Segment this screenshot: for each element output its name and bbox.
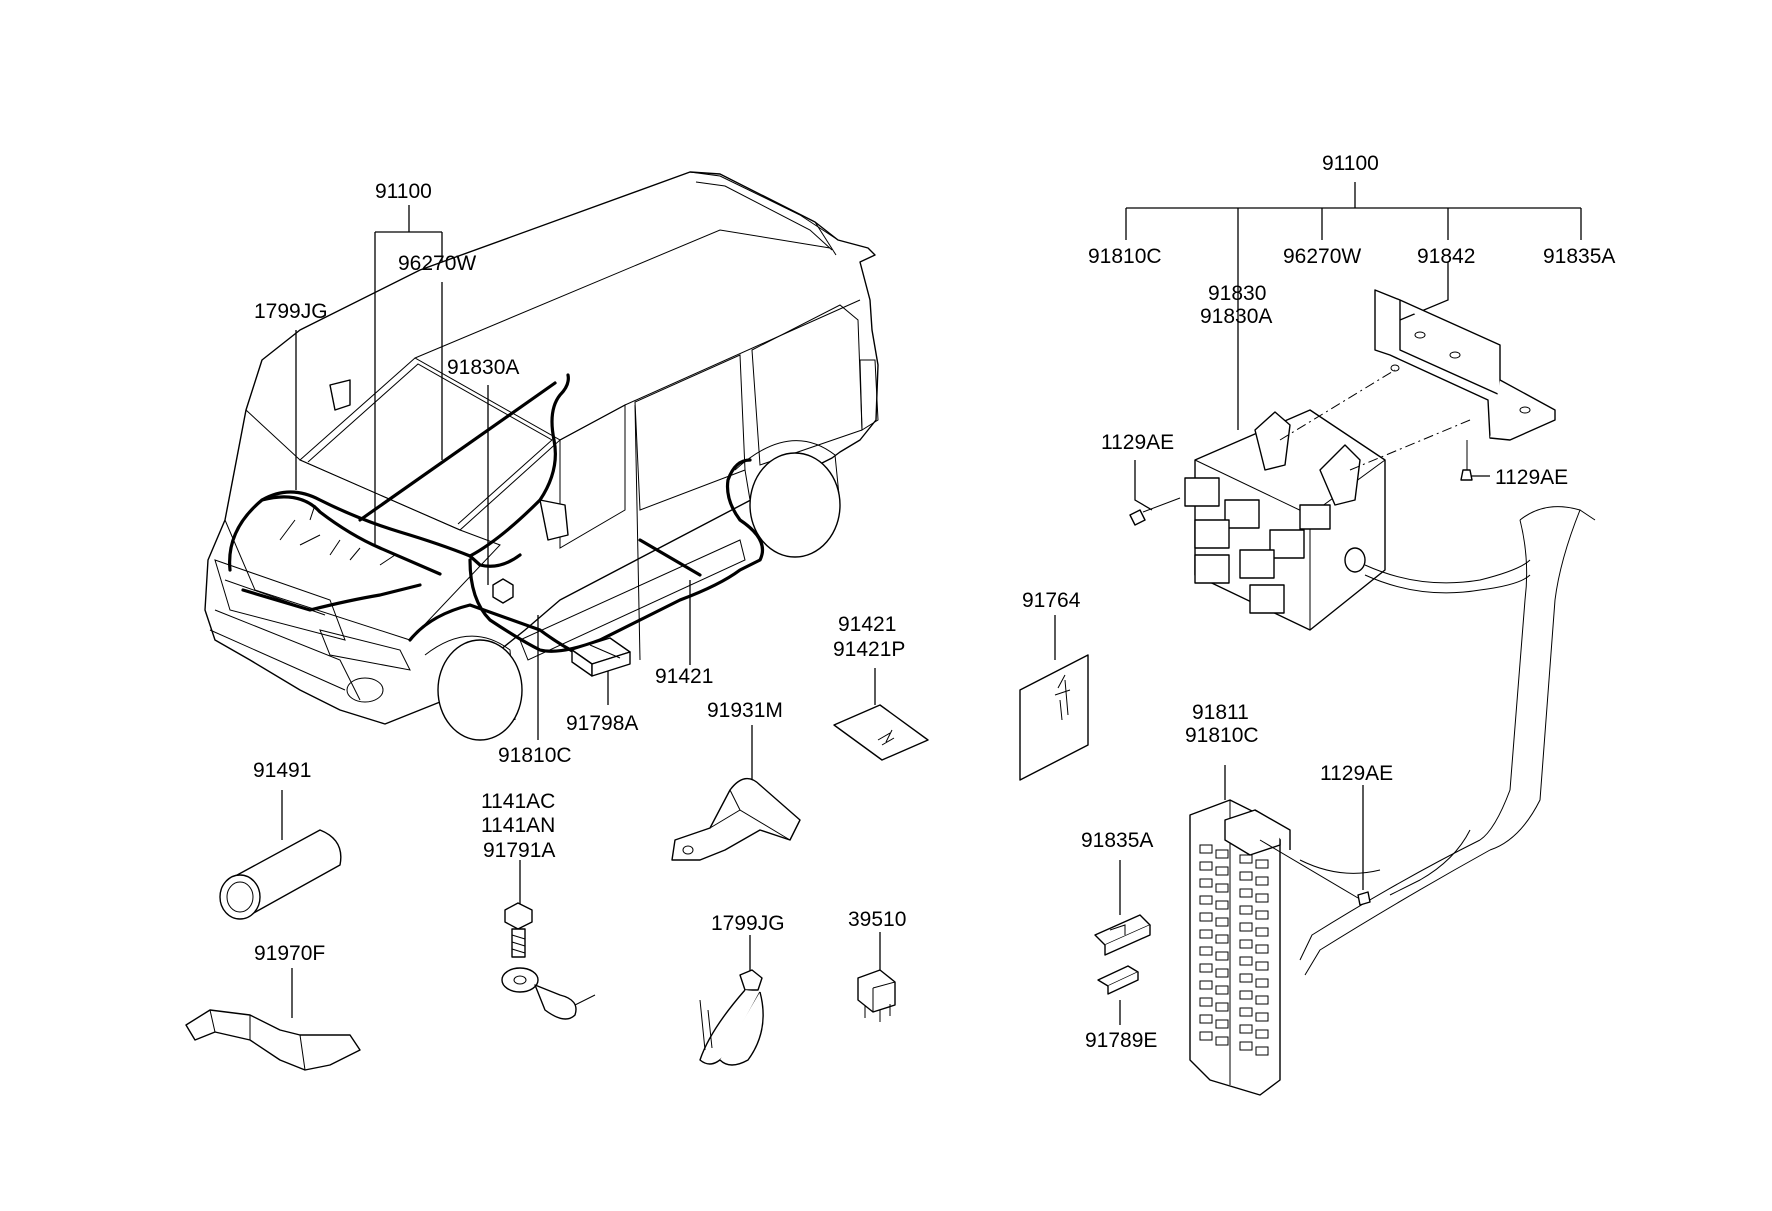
label-96270w-right: 96270W [1283, 245, 1361, 268]
clamp-91931m [671, 725, 801, 861]
harness-cable [1299, 506, 1596, 976]
label-sheet-91764 [1019, 615, 1089, 781]
label-91931m: 91931M [707, 699, 783, 722]
bolt-ring-terminal [501, 860, 596, 1020]
fuse-91789e [1097, 965, 1139, 995]
label-91835a-top: 91835A [1543, 245, 1615, 268]
label-91764: 91764 [1022, 589, 1081, 612]
label-91810c-box: 91810C [1185, 724, 1259, 747]
label-91789e: 91789E [1085, 1029, 1157, 1052]
label-91830: 91830 [1208, 282, 1266, 305]
connector-91798a [571, 637, 631, 677]
label-1129ae-left: 1129AE [1101, 431, 1174, 454]
label-39510: 39510 [848, 908, 906, 931]
label-91811: 91811 [1192, 701, 1249, 724]
label-1799jg-top: 1799JG [254, 300, 328, 323]
main-wiring-harness [228, 373, 765, 657]
label-91100-left: 91100 [375, 180, 432, 203]
tube-91491 [219, 790, 342, 920]
leader-lines-right [1119, 182, 1582, 1025]
relay-39510 [857, 932, 896, 1022]
label-91835a-fuse: 91835A [1081, 829, 1153, 852]
mounting-bracket-91842 [1374, 289, 1556, 441]
label-1799jg-tie: 1799JG [711, 912, 785, 935]
label-91100-right: 91100 [1322, 152, 1379, 175]
label-1129ae-box: 1129AE [1320, 762, 1393, 785]
label-91810c-car: 91810C [498, 744, 572, 767]
label-1141ac: 1141AC [481, 790, 555, 813]
label-91842: 91842 [1417, 245, 1475, 268]
label-91421-card: 91421 [838, 613, 896, 636]
label-91798a: 91798A [566, 712, 638, 735]
label-1129ae-right: 1129AE [1495, 466, 1568, 489]
label-1141an: 1141AN [481, 814, 555, 837]
label-91830a-car: 91830A [447, 356, 519, 379]
junction-block-91830 [1129, 369, 1473, 631]
label-91421-car: 91421 [655, 665, 713, 688]
protector-91970f [185, 968, 361, 1071]
cable-tie-1799jg [699, 935, 764, 1066]
label-card-91421 [833, 668, 929, 761]
label-91421p-card: 91421P [833, 638, 905, 661]
label-91791a: 91791A [483, 839, 555, 862]
label-91830a-right: 91830A [1200, 305, 1272, 328]
label-91810c-top: 91810C [1088, 245, 1162, 268]
fuse-box-91811 [1189, 799, 1371, 1096]
leader-lines-left [295, 205, 691, 740]
fuse-91835a [1094, 914, 1151, 956]
label-96270w-left: 96270W [398, 252, 476, 275]
fuse-slots [1199, 844, 1269, 1056]
van-illustration [204, 171, 879, 741]
label-91491: 91491 [253, 759, 311, 782]
part-number-labels: 91100 96270W 1799JG 91830A 91421 91798A … [253, 152, 1615, 1052]
label-91970f: 91970F [254, 942, 325, 965]
